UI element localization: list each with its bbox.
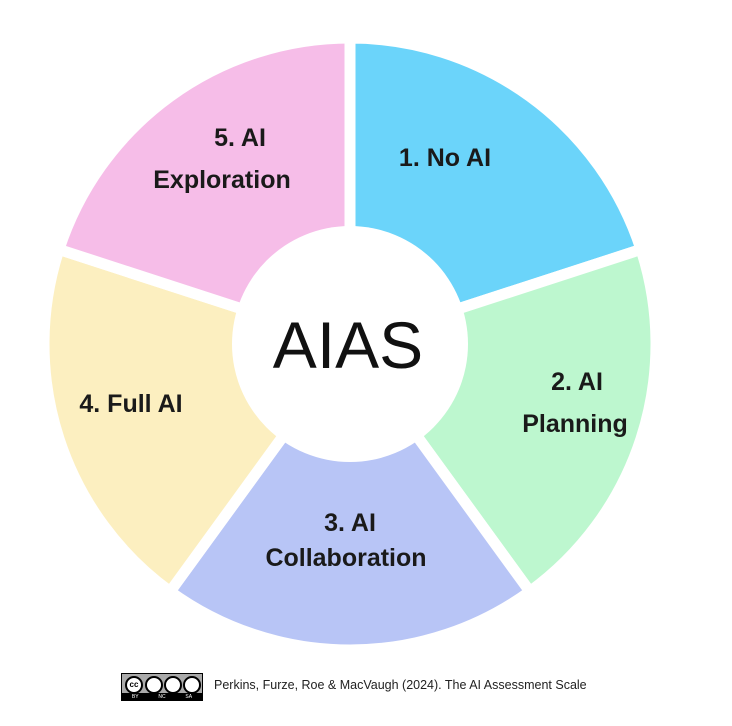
license-by: BY	[131, 693, 139, 700]
creative-commons-badge: cc BY NC SA	[121, 673, 203, 701]
center-label: AIAS	[273, 308, 423, 382]
segment-3	[162, 334, 538, 656]
segment-3-label-line1: 3. AI	[324, 509, 376, 537]
segment-5-label-line1: 5. AI	[214, 124, 266, 152]
sa-icon	[183, 676, 201, 694]
license-nc: NC	[158, 693, 166, 700]
by-icon	[145, 676, 163, 694]
segment-2-label-line2: Planning	[522, 410, 628, 438]
segment-2-label-line1: 2. AI	[551, 368, 603, 396]
segment-3-label-line2: Collaboration	[265, 544, 426, 572]
segment-4-label: 4. Full AI	[79, 390, 182, 418]
center-circle	[232, 226, 468, 462]
segment-5-label-line2: Exploration	[153, 166, 291, 194]
license-sa: SA	[185, 693, 193, 700]
nc-icon	[164, 676, 182, 694]
cc-icon: cc	[125, 676, 143, 694]
segment-1-label: 1. No AI	[399, 144, 491, 172]
citation-text: Perkins, Furze, Roe & MacVaugh (2024). T…	[214, 678, 587, 692]
